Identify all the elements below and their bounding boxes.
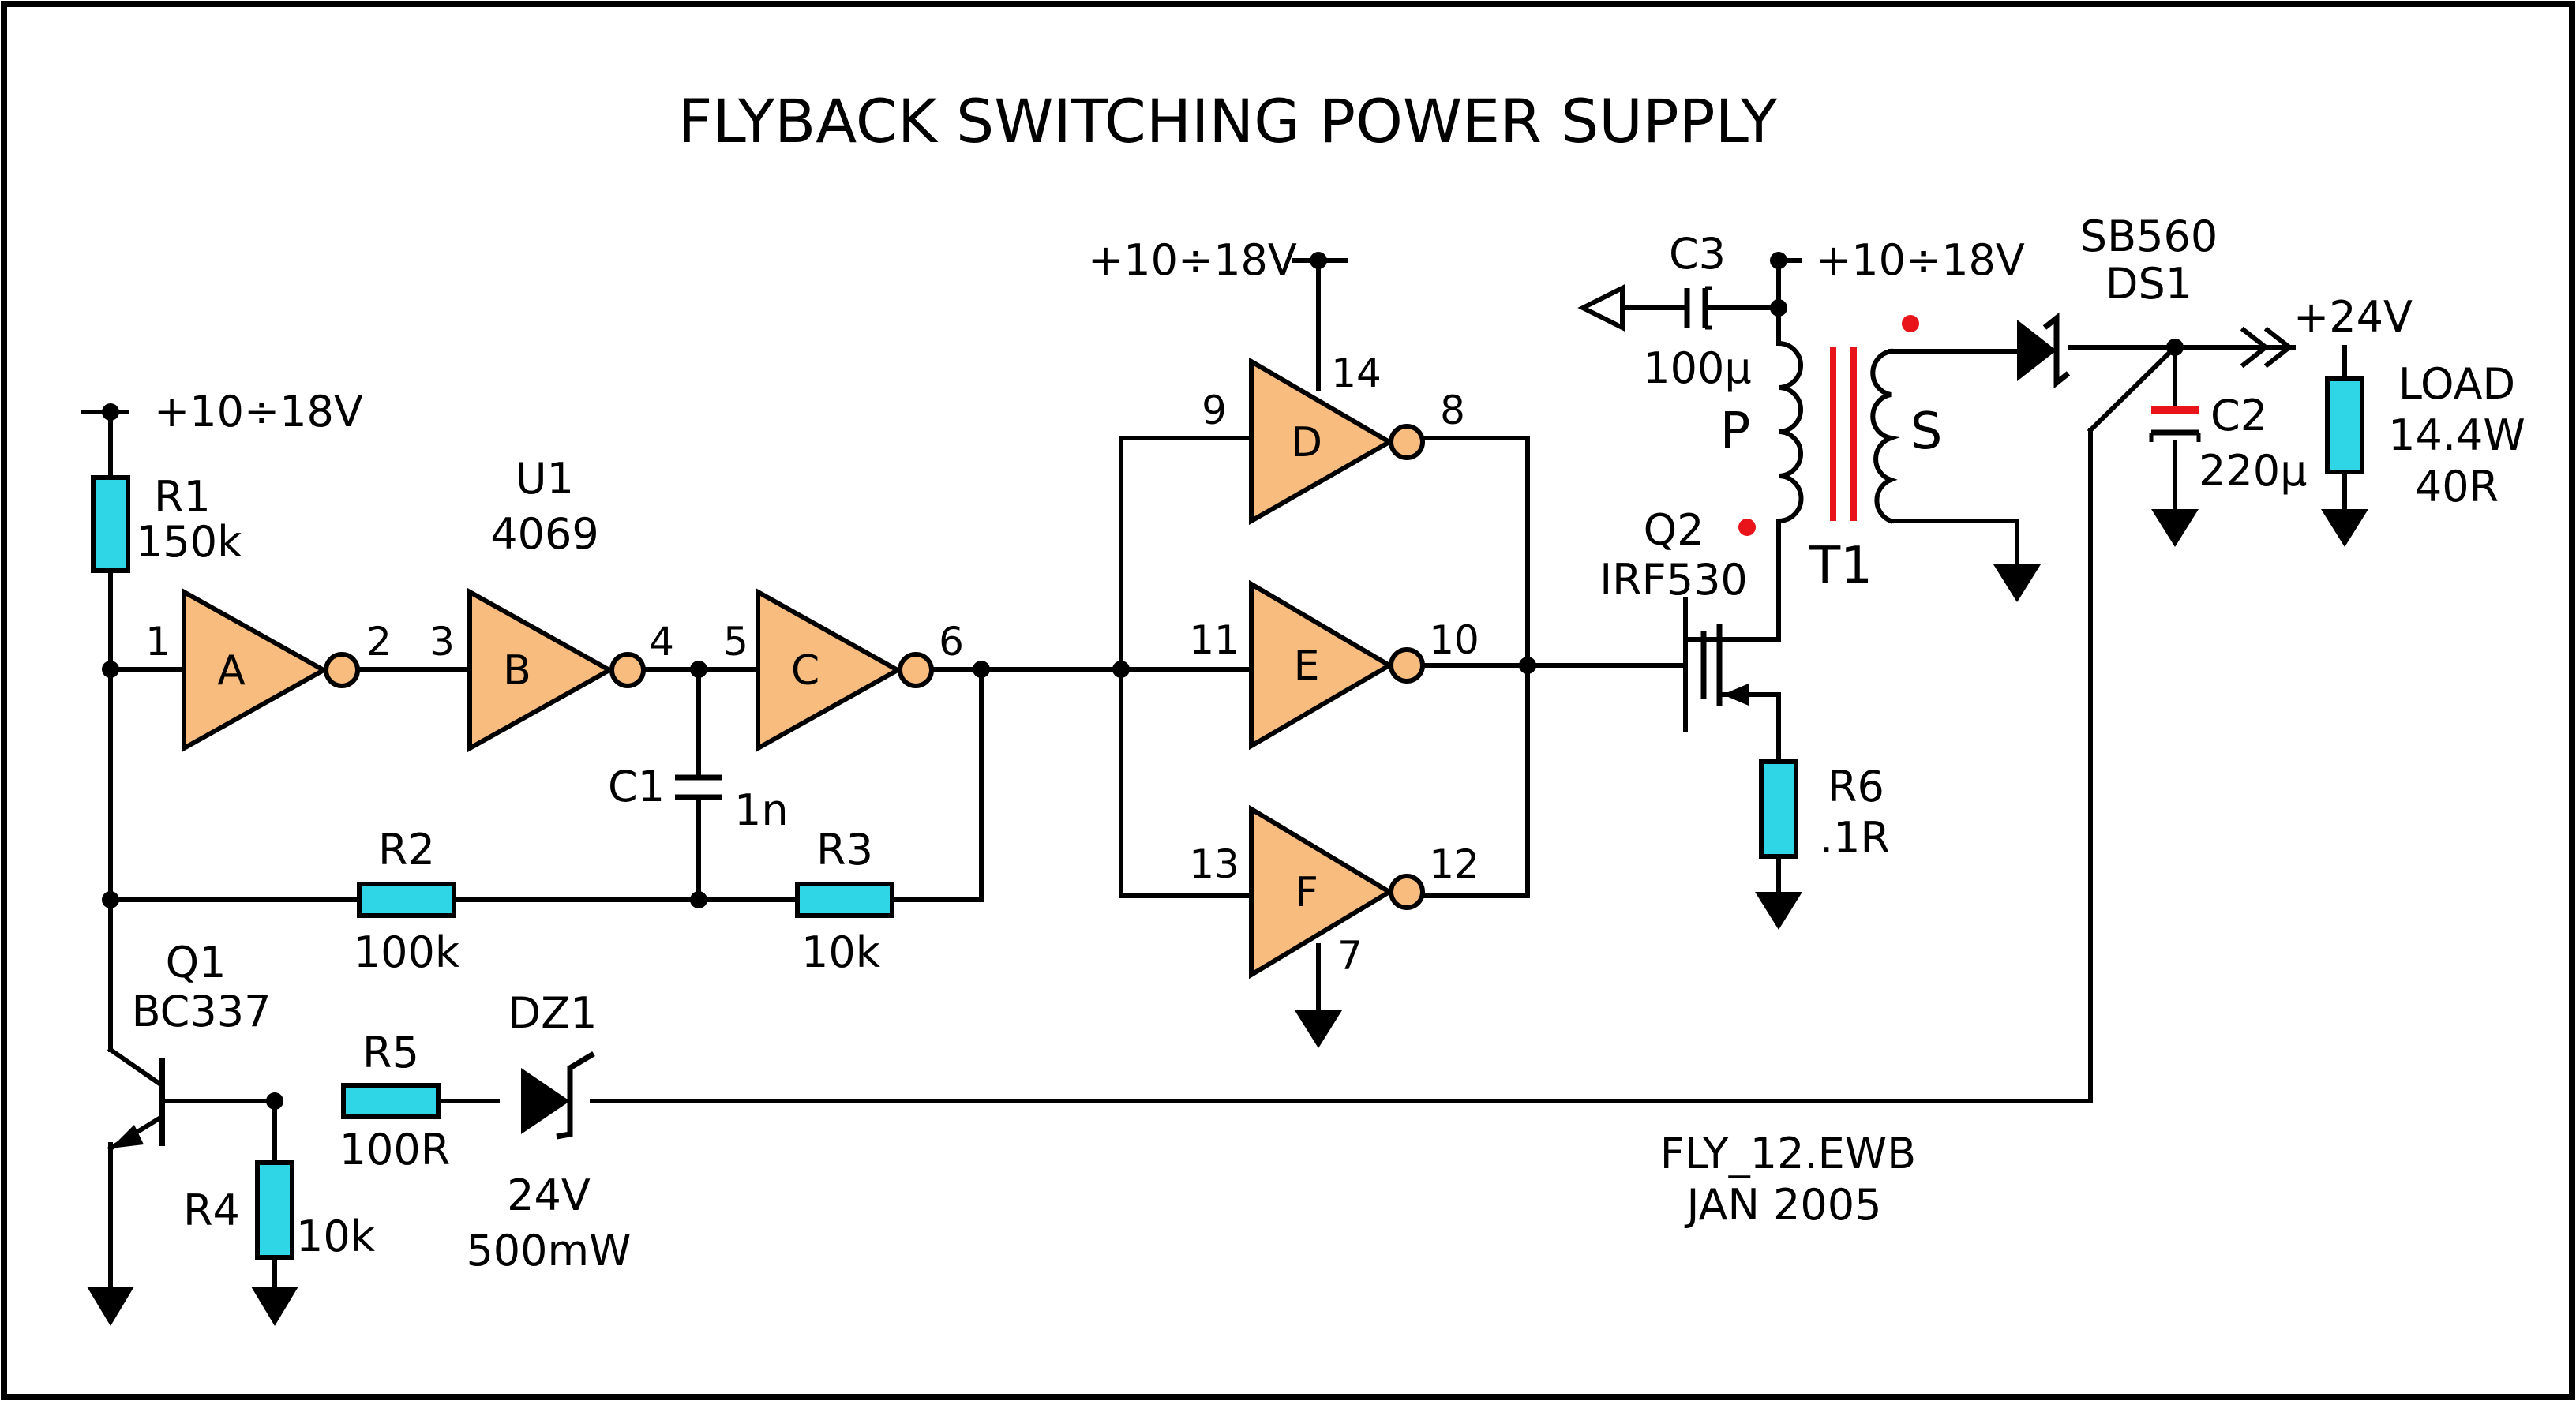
resistor-r6 bbox=[1759, 759, 1798, 859]
gate-d bbox=[1249, 357, 1425, 526]
r6-value: .1R bbox=[1820, 813, 1890, 863]
transformer-t1 bbox=[1738, 315, 1919, 536]
resistor-r1 bbox=[91, 475, 130, 573]
gate-a-in-pin: 1 bbox=[145, 619, 171, 665]
gate-f bbox=[1249, 804, 1425, 980]
r1-value: 150k bbox=[136, 517, 242, 567]
c2-ref: C2 bbox=[2210, 391, 2267, 440]
c2-value: 220µ bbox=[2199, 446, 2307, 496]
capacitor-c1 bbox=[675, 774, 722, 800]
ground-symbols bbox=[87, 509, 2368, 1326]
wires bbox=[81, 258, 2347, 1289]
zener-dz1 bbox=[521, 1051, 595, 1140]
capacitor-c2 bbox=[2149, 406, 2201, 442]
file-date: JAN 2005 bbox=[1685, 1180, 1882, 1230]
gate-d-out-pin: 8 bbox=[1440, 388, 1465, 433]
c3-ref: C3 bbox=[1669, 229, 1726, 279]
gate-b-in-pin: 3 bbox=[429, 619, 455, 665]
resistor-load bbox=[2325, 376, 2364, 474]
output-label: +24V bbox=[2293, 292, 2413, 342]
r4-value: 10k bbox=[296, 1212, 376, 1261]
gate-f-gnd-pin: 7 bbox=[1337, 933, 1363, 979]
gate-b-letter: B bbox=[503, 647, 531, 695]
t1-ref: T1 bbox=[1809, 537, 1873, 595]
r6-ref: R6 bbox=[1828, 762, 1884, 811]
resistor-r5 bbox=[341, 1083, 441, 1119]
load-ref: LOAD bbox=[2398, 359, 2515, 409]
load-power: 14.4W bbox=[2388, 410, 2525, 460]
gate-c-letter: C bbox=[791, 647, 819, 695]
c1-value: 1n bbox=[734, 785, 789, 835]
junctions bbox=[102, 252, 2184, 1110]
output-arrow bbox=[2240, 326, 2293, 369]
gate-d-vcc-pin: 14 bbox=[1331, 350, 1382, 396]
diagram-title: FLYBACK SWITCHING POWER SUPPLY bbox=[678, 86, 1778, 156]
dz1-power: 500mW bbox=[466, 1226, 631, 1276]
r3-value: 10k bbox=[801, 927, 881, 977]
t1-secondary-label: S bbox=[1910, 403, 1943, 461]
transistor-q1 bbox=[107, 1046, 166, 1152]
ds1-ref: DS1 bbox=[2105, 259, 2192, 309]
gate-e-letter: E bbox=[1294, 642, 1320, 690]
ds1-part: SB560 bbox=[2080, 212, 2218, 261]
supply-label-gates: +10÷18V bbox=[1088, 235, 1297, 285]
load-resistance: 40R bbox=[2415, 462, 2499, 511]
gate-d-letter: D bbox=[1291, 419, 1322, 466]
gate-b-out-pin: 4 bbox=[649, 619, 674, 665]
dz1-voltage: 24V bbox=[507, 1171, 591, 1220]
gate-c-out-pin: 6 bbox=[939, 619, 964, 665]
gate-b bbox=[467, 587, 646, 753]
supply-label-primary: +10÷18V bbox=[1816, 235, 2025, 285]
resistor-r4 bbox=[255, 1160, 294, 1260]
resistor-r3 bbox=[795, 882, 894, 918]
gate-c-in-pin: 5 bbox=[723, 619, 748, 665]
r2-value: 100k bbox=[354, 927, 460, 977]
r5-ref: R5 bbox=[362, 1028, 419, 1077]
u1-ref: U1 bbox=[516, 454, 574, 504]
gate-c bbox=[756, 587, 934, 753]
file-name: FLY_12.EWB bbox=[1660, 1129, 1916, 1178]
q1-ref: Q1 bbox=[166, 938, 227, 987]
q2-value: IRF530 bbox=[1599, 555, 1748, 605]
dz1-ref: DZ1 bbox=[508, 988, 598, 1038]
gate-e bbox=[1249, 579, 1425, 751]
r3-ref: R3 bbox=[816, 825, 873, 875]
gate-a-out-pin: 2 bbox=[366, 619, 392, 665]
gate-a bbox=[182, 587, 360, 753]
q1-value: BC337 bbox=[132, 987, 272, 1036]
gate-a-letter: A bbox=[217, 647, 246, 695]
r1-ref: R1 bbox=[154, 472, 211, 522]
ground-c3-icon bbox=[1577, 284, 1625, 332]
r4-ref: R4 bbox=[183, 1186, 240, 1235]
gate-e-in-pin: 11 bbox=[1189, 617, 1239, 663]
t1-primary-label: P bbox=[1720, 403, 1751, 461]
c1-ref: C1 bbox=[608, 762, 665, 811]
resistor-r2 bbox=[357, 882, 456, 918]
gate-d-in-pin: 9 bbox=[1202, 388, 1227, 433]
gate-f-letter: F bbox=[1295, 869, 1318, 916]
r5-value: 100R bbox=[339, 1125, 451, 1174]
capacitor-c3 bbox=[1684, 286, 1712, 330]
mosfet-q2 bbox=[1700, 624, 1781, 706]
supply-label-left: +10÷18V bbox=[154, 387, 363, 436]
u1-value: 4069 bbox=[490, 509, 598, 559]
c3-value: 100µ bbox=[1643, 343, 1751, 393]
gate-e-out-pin: 10 bbox=[1429, 617, 1479, 663]
q2-ref: Q2 bbox=[1644, 505, 1704, 555]
r2-ref: R2 bbox=[378, 825, 435, 875]
gate-f-in-pin: 13 bbox=[1189, 841, 1239, 887]
diode-ds1 bbox=[2017, 312, 2071, 389]
gate-f-out-pin: 12 bbox=[1429, 841, 1479, 887]
